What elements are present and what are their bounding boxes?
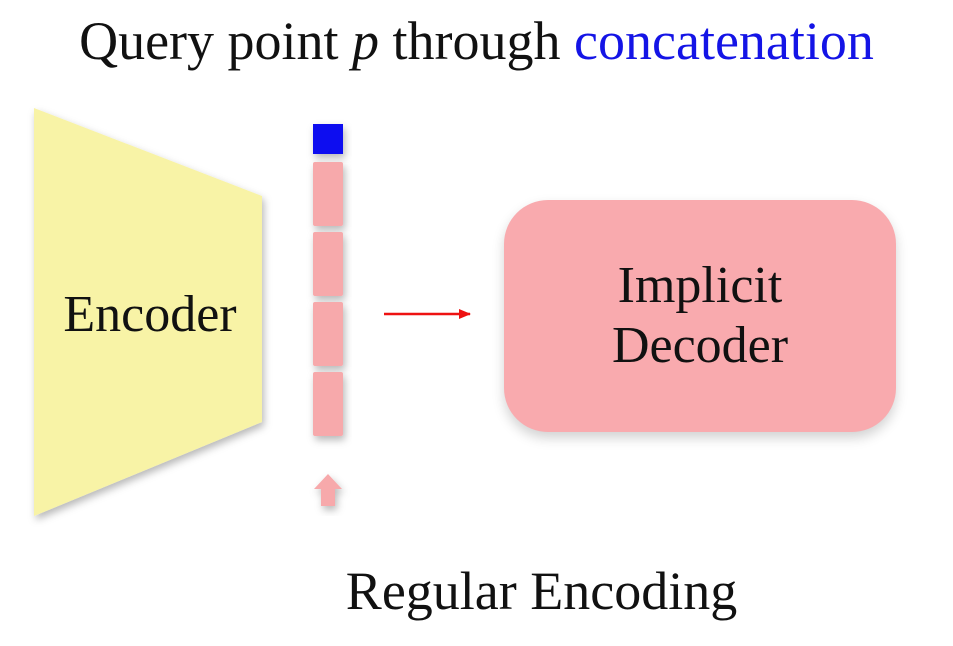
feature-cell xyxy=(313,162,343,226)
up-arrow-icon xyxy=(314,474,342,506)
title-highlight: concatenation xyxy=(574,11,874,71)
query-point-cell xyxy=(313,124,343,154)
feature-cell xyxy=(313,302,343,366)
encoder-trapezoid xyxy=(34,108,262,516)
diagram-caption: Regular Encoding xyxy=(345,561,738,621)
title-middle: through xyxy=(392,11,561,71)
decoder-label-line2: Decoder xyxy=(611,317,789,374)
decoder-label-line1: Implicit xyxy=(617,257,783,314)
encoder-label: Encoder xyxy=(63,286,237,343)
implicit-decoder-box: Implicit Decoder xyxy=(504,200,896,432)
feature-cell xyxy=(313,232,343,296)
title-variable: p xyxy=(352,11,380,71)
title-prefix: Query point xyxy=(79,11,339,71)
feature-cell xyxy=(313,372,343,436)
diagram-title: Query point p through concatenation xyxy=(0,6,953,76)
